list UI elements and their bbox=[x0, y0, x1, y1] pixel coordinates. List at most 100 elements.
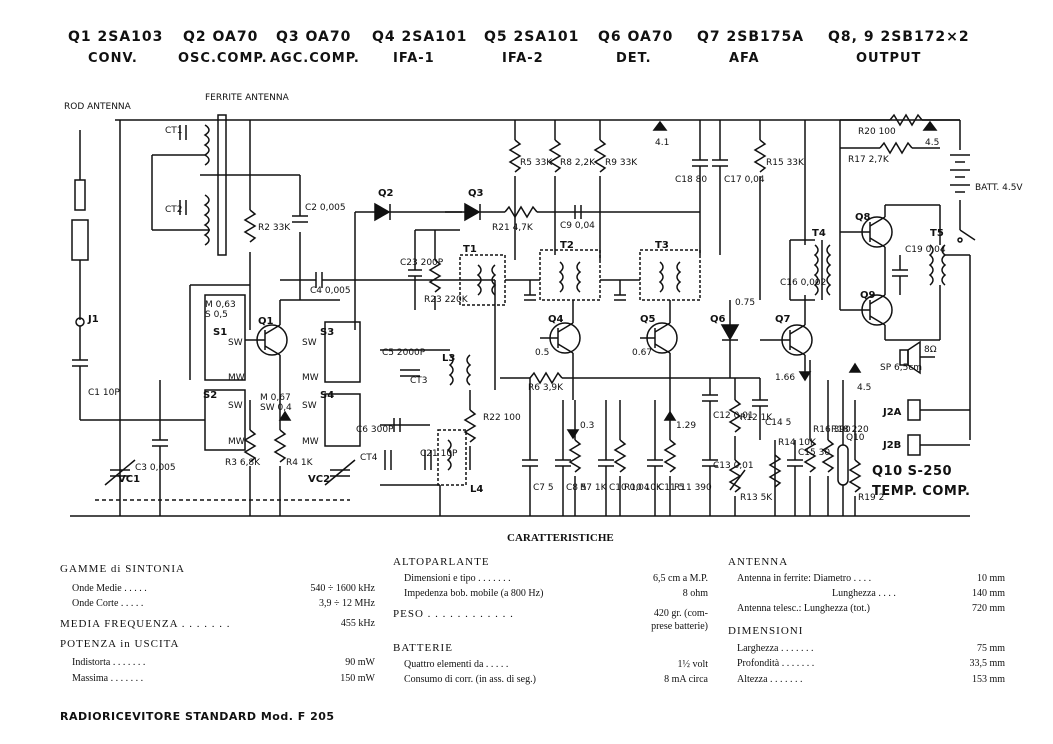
batterie-row-1-value: 1½ volt bbox=[677, 659, 708, 670]
label-t5: T5 bbox=[930, 228, 944, 239]
media-label: MEDIA FREQUENZA . . . . . . . bbox=[60, 618, 231, 630]
peso-value-2: prese batterie) bbox=[651, 621, 708, 632]
label-s3-mw: MW bbox=[302, 373, 319, 383]
label-q1: Q1 bbox=[258, 316, 274, 327]
label-vc2: VC2 bbox=[308, 474, 330, 485]
label-v075: 0.75 bbox=[735, 298, 755, 308]
antenna-row-1-label: Antenna in ferrite: Diametro . . . . bbox=[737, 573, 872, 584]
potenza-heading: POTENZA in USCITA bbox=[60, 638, 180, 650]
label-ct4: CT4 bbox=[360, 453, 378, 463]
label-s1: S1 bbox=[213, 327, 227, 338]
altoparlante-row-2-label: Impedenza bob. mobile (a 800 Hz) bbox=[404, 588, 544, 599]
label-r11: R11 390 bbox=[674, 483, 712, 493]
label-r2: R2 33K bbox=[258, 223, 291, 233]
label-r21: R21 4,7K bbox=[492, 223, 534, 233]
label-r15: R15 33K bbox=[766, 158, 805, 168]
label-s4-sw: SW bbox=[302, 401, 317, 411]
antenna-row-3-label: Antenna telesc.: Lunghezza (tot.) bbox=[737, 603, 870, 614]
label-c8: C8 5 bbox=[566, 483, 587, 493]
label-c14: C14 5 bbox=[765, 418, 791, 428]
dimensioni-row-3-label: Altezza . . . . . . . bbox=[737, 674, 803, 685]
label-s4: S4 bbox=[320, 390, 334, 401]
gamme-heading: GAMME di SINTONIA bbox=[60, 563, 185, 575]
label-l4: L4 bbox=[470, 484, 483, 495]
peso-value: 420 gr. (com- bbox=[653, 608, 708, 619]
label-ct2: CT2 bbox=[165, 205, 183, 215]
label-v41: 4.1 bbox=[655, 138, 669, 148]
label-r19: R19 2 bbox=[858, 493, 884, 503]
batterie-row-2-value: 8 mA circa bbox=[664, 674, 708, 685]
potenza-row-2-value: 150 mW bbox=[340, 673, 375, 684]
batterie-heading: BATTERIE bbox=[393, 642, 453, 654]
transistor-q1: Q1 2SA103 bbox=[68, 29, 164, 45]
specs-title: CARATTERISTICHE bbox=[507, 532, 614, 544]
transistor-q8-9: Q8, 9 2SB172×2 bbox=[828, 29, 970, 45]
dimensioni-row-2-value: 33,5 mm bbox=[969, 658, 1005, 669]
label-sp-ohm: 8Ω bbox=[924, 345, 937, 355]
gamme-row-1-value: 540 ÷ 1600 kHz bbox=[310, 583, 375, 594]
label-s1-sw: SW bbox=[228, 338, 243, 348]
label-s1-mw: MW bbox=[228, 373, 245, 383]
batterie-row-2-label: Consumo di corr. (in ass. di seg.) bbox=[404, 674, 536, 685]
transistor-q2: Q2 OA70 bbox=[183, 29, 259, 45]
label-q6: Q6 bbox=[710, 314, 726, 325]
label-m063: M 0,63 bbox=[205, 300, 236, 310]
label-s2: S2 bbox=[203, 390, 217, 401]
label-c17: C17 0,04 bbox=[724, 175, 765, 185]
label-q8: Q8 bbox=[855, 212, 871, 223]
role-q6: DET. bbox=[616, 51, 652, 66]
role-q5: IFA-2 bbox=[502, 51, 544, 66]
label-v03: 0.3 bbox=[580, 421, 594, 431]
antenna-row-2-label: Lunghezza . . . . bbox=[832, 588, 896, 599]
transistor-q7: Q7 2SB175A bbox=[697, 29, 805, 45]
label-c18: C18 80 bbox=[675, 175, 707, 185]
antenna-row-1-value: 10 mm bbox=[976, 573, 1005, 584]
label-s05: S 0,5 bbox=[205, 310, 228, 320]
label-c16: C16 0,002 bbox=[780, 278, 826, 288]
label-c10: C10 0,04 bbox=[609, 483, 650, 493]
label-ct1: CT1 bbox=[165, 126, 183, 136]
altoparlante-row-2-value: 8 ohm bbox=[682, 588, 708, 599]
antenna-row-2-value: 140 mm bbox=[971, 588, 1005, 599]
label-q10: Q10 bbox=[846, 433, 865, 443]
label-c5: C5 2000P bbox=[382, 348, 426, 358]
label-r6: R6 3,9K bbox=[528, 383, 564, 393]
label-r8: R8 2,2K bbox=[560, 158, 596, 168]
label-c11: C11 5 bbox=[658, 483, 684, 493]
role-q2: OSC.COMP. bbox=[178, 51, 268, 66]
label-q4: Q4 bbox=[548, 314, 564, 325]
label-c15: C15 30 bbox=[798, 448, 830, 458]
label-v45: 4.5 bbox=[925, 138, 939, 148]
label-c4: C4 0,005 bbox=[310, 286, 351, 296]
label-c7: C7 5 bbox=[533, 483, 554, 493]
label-c1: C1 10P bbox=[88, 388, 120, 398]
label-q2: Q2 bbox=[378, 188, 394, 199]
label-r16: R16 390 bbox=[813, 425, 851, 435]
label-v129: 1.29 bbox=[676, 421, 696, 431]
label-c21: C21 10P bbox=[420, 449, 458, 459]
label-c23: C23 200P bbox=[400, 258, 444, 268]
label-r13: R13 5K bbox=[740, 493, 773, 503]
label-r18: R18 220 bbox=[831, 425, 869, 435]
role-q8-9: OUTPUT bbox=[856, 51, 922, 66]
label-v45b: 4.5 bbox=[857, 383, 871, 393]
potenza-row-1-label: Indistorta . . . . . . . bbox=[72, 657, 146, 668]
label-sw04: SW 0,4 bbox=[260, 403, 292, 413]
q10-sublabel: TEMP. COMP. bbox=[872, 484, 971, 499]
batterie-row-1-label: Quattro elementi da . . . . . bbox=[404, 659, 509, 670]
label-j2b: J2B bbox=[882, 440, 901, 451]
label-q5: Q5 bbox=[640, 314, 656, 325]
label-c3: C3 0,005 bbox=[135, 463, 176, 473]
label-t3: T3 bbox=[655, 240, 669, 251]
label-s3: S3 bbox=[320, 327, 334, 338]
label-s2-sw: SW bbox=[228, 401, 243, 411]
label-m067: M 0,67 bbox=[260, 393, 291, 403]
label-v067: 0.67 bbox=[632, 348, 652, 358]
peso-label: PESO . . . . . . . . . . . . bbox=[393, 608, 514, 620]
model-footer: RADIORICEVITORE STANDARD Mod. F 205 bbox=[60, 710, 335, 723]
label-batt: BATT. 4.5V bbox=[975, 183, 1023, 193]
antenna-row-3-value: 720 mm bbox=[971, 603, 1005, 614]
label-r17: R17 2,7K bbox=[848, 155, 890, 165]
role-q1: CONV. bbox=[88, 51, 138, 66]
transistor-q3: Q3 OA70 bbox=[276, 29, 352, 45]
